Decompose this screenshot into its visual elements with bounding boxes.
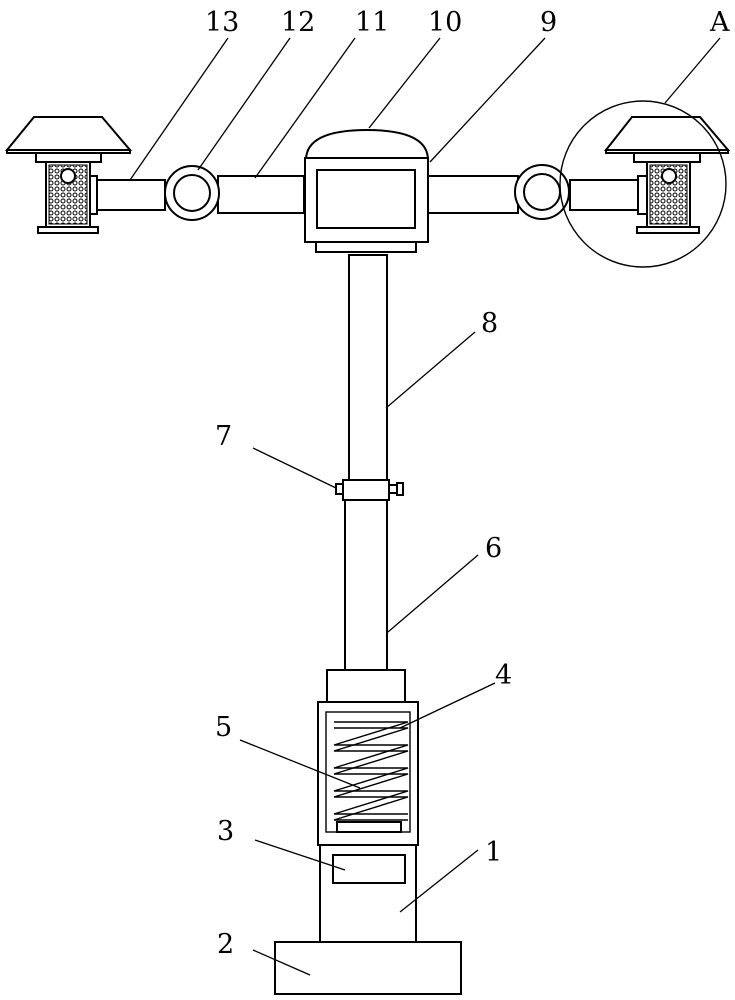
locking-bolt-right — [388, 484, 398, 494]
right-rotary-joint-inner — [523, 173, 561, 211]
base-plate — [274, 941, 462, 995]
left-outer-arm — [94, 179, 166, 211]
spring-seat — [336, 821, 402, 833]
leader-lines — [129, 37, 721, 976]
control-box — [332, 854, 406, 884]
label-4: 4 — [495, 660, 512, 691]
left-inner-arm — [217, 175, 305, 214]
label-10: 10 — [428, 7, 462, 38]
detail-circle-a — [559, 100, 727, 268]
lower-tube — [344, 499, 388, 671]
locking-bolt-left — [335, 483, 344, 495]
label-a: A — [709, 7, 730, 38]
hub-window — [316, 169, 416, 229]
label-6: 6 — [485, 533, 502, 564]
label-7: 7 — [215, 421, 232, 452]
label-3: 3 — [217, 816, 234, 847]
right-outer-arm — [569, 179, 639, 211]
right-inner-arm — [427, 175, 519, 214]
joint-ring — [342, 479, 390, 501]
hub-base — [315, 241, 417, 253]
label-1: 1 — [485, 837, 502, 868]
left-lamp — [4, 116, 133, 234]
label-13: 13 — [205, 7, 239, 38]
hub-dome — [304, 128, 430, 161]
label-5: 5 — [215, 712, 232, 743]
label-2: 2 — [217, 929, 234, 960]
right-lamp — [603, 116, 731, 234]
spring-coil — [333, 721, 409, 821]
label-11: 11 — [355, 7, 389, 38]
upper-tube — [348, 254, 388, 481]
label-12: 12 — [281, 7, 315, 38]
left-rotary-joint-inner — [173, 174, 211, 212]
label-9: 9 — [540, 7, 557, 38]
locking-bolt-right-head — [396, 482, 404, 496]
label-8: 8 — [481, 308, 498, 339]
upper-collar — [326, 669, 406, 703]
